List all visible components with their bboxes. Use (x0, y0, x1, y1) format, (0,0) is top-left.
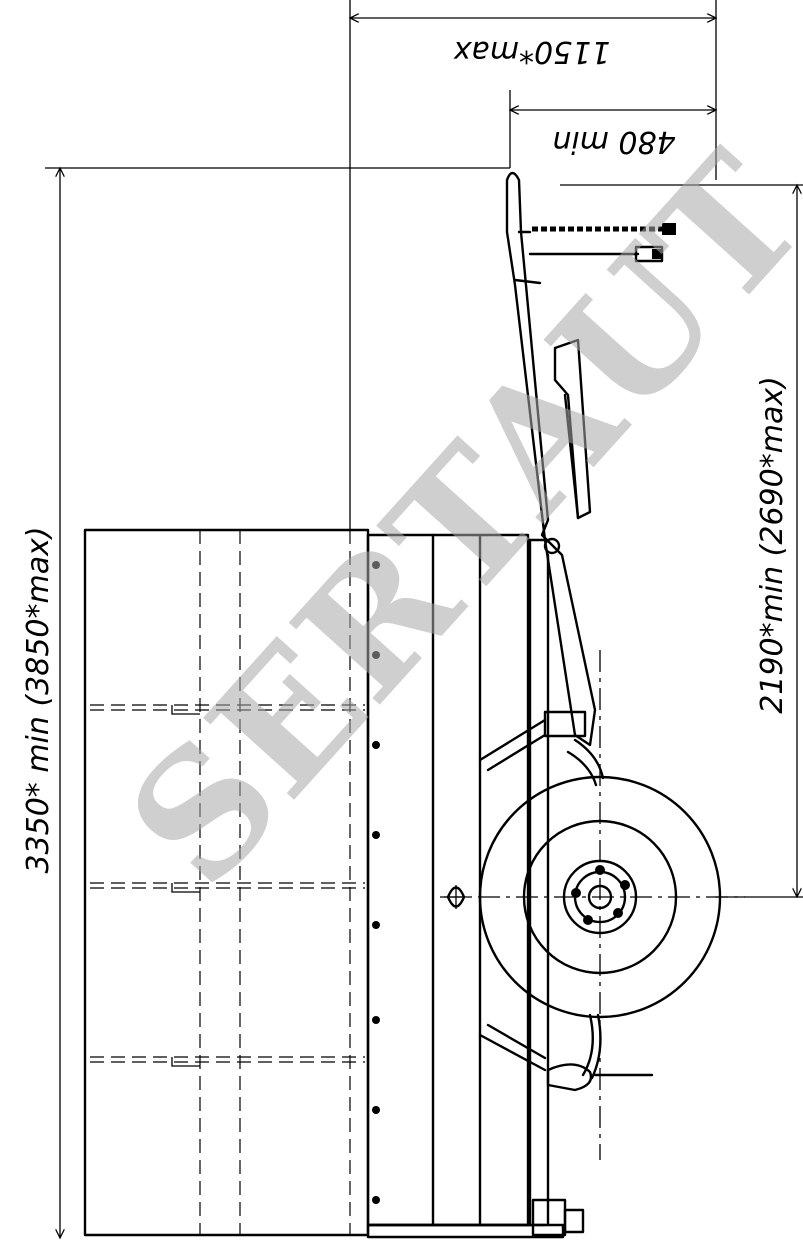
wiring-connector (528, 223, 676, 263)
drawbar (505, 171, 597, 747)
wheel (478, 775, 722, 1019)
length-dimension-label: 3350* min (3850*max) (21, 526, 56, 873)
chassis-frame (478, 538, 585, 1237)
side-marker-light (444, 885, 468, 909)
suspension (546, 738, 654, 1092)
watermark: SERTAUT (90, 118, 803, 922)
cover-fasteners (372, 561, 380, 1204)
drawbar-max-dimension-label: 1150*max (453, 34, 610, 69)
width-dimension-label: 2190*min (2690*max) (755, 376, 790, 714)
dimension-labels: 3350* min (3850*max) 2190*min (2690*max)… (21, 34, 790, 874)
drawbar-min-dimension-label: 480 min (552, 124, 675, 159)
